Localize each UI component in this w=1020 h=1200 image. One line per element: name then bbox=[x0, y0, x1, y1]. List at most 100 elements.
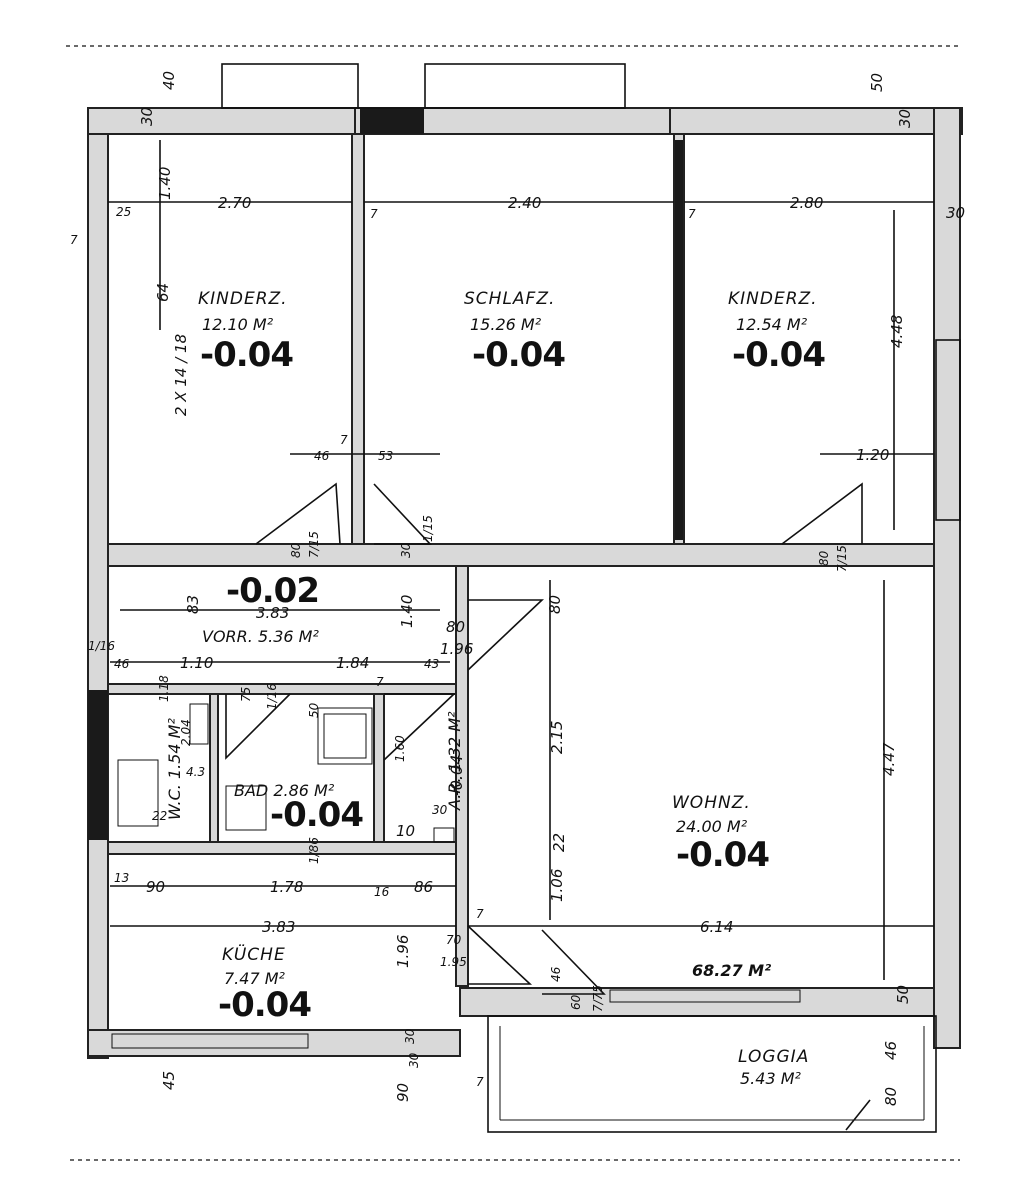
dim-kueche-1-96: 1.96 bbox=[394, 935, 412, 968]
dim-kueche-13: 13 bbox=[114, 871, 129, 885]
dim-25: 25 bbox=[116, 205, 131, 219]
dim-bad-1-86: 1/86 bbox=[307, 837, 321, 864]
window-right bbox=[935, 339, 961, 521]
room-area-schlafz: 15.26 M² bbox=[470, 315, 542, 334]
wall-hall-living bbox=[455, 565, 469, 987]
dim-wohnz-1-06: 1.06 bbox=[548, 869, 566, 902]
dim-wohnz-1-95: 1.95 bbox=[440, 955, 467, 969]
dimension-labels: 40 30 2.70 2.40 2.80 50 30 25 7 7 1.40 6… bbox=[70, 71, 965, 1106]
dim-right-80: 80 bbox=[882, 1087, 900, 1106]
dim-vorr-1-84: 1.84 bbox=[336, 654, 369, 672]
door-swing-wohnz bbox=[467, 599, 545, 671]
dim-7-b: 7 bbox=[688, 207, 696, 221]
dim-width-kinderz-left: 2.70 bbox=[218, 194, 251, 212]
total-area: 68.27 M² bbox=[692, 961, 771, 980]
room-name-wohnz: WOHNZ. bbox=[672, 793, 751, 813]
room-name-kinderz-right: KINDERZ. bbox=[728, 289, 818, 309]
dim-wohnz-80: 80 bbox=[546, 595, 564, 614]
room-level-schlafz: -0.04 bbox=[472, 335, 565, 375]
dimension-lines bbox=[66, 45, 960, 1161]
wall-wc-bath bbox=[209, 693, 219, 843]
room-level-abstellraum: -0.04 bbox=[447, 755, 466, 796]
room-area-loggia: 5.43 M² bbox=[740, 1069, 802, 1088]
dim-1-20: 1.20 bbox=[856, 446, 889, 464]
dim-width-kinderz-right: 2.80 bbox=[790, 194, 823, 212]
storage-shelf bbox=[433, 827, 455, 843]
outer-wall-top-left bbox=[87, 107, 359, 135]
room-level-vorraum: -0.02 bbox=[226, 571, 319, 611]
dim-wc-2-04: 2.04 bbox=[179, 719, 193, 746]
room-name-abstellraum: A.R. 1.32 M² bbox=[445, 711, 464, 811]
door-swing-schlafz bbox=[373, 483, 432, 545]
dim-bad-4-3: 4.3 bbox=[186, 765, 205, 779]
door-swing-kinderz-right bbox=[781, 482, 863, 545]
dim-kueche-45: 45 bbox=[160, 1071, 178, 1090]
dim-top-50: 50 bbox=[868, 73, 886, 92]
door-swing-kueche bbox=[467, 925, 533, 985]
window-top-middle bbox=[424, 63, 626, 109]
room-number-abstellraum: 10 bbox=[396, 822, 415, 840]
room-area-kinderz-right: 12.54 M² bbox=[736, 315, 808, 334]
wall-bed1-bed2 bbox=[351, 133, 365, 545]
dim-door-7-15-b: 7/15 bbox=[835, 545, 849, 572]
dim-wohnz-7: 7 bbox=[476, 907, 484, 921]
dim-wc-1-18: 1.18 bbox=[157, 675, 171, 702]
dim-vorr-1-40: 1.40 bbox=[398, 595, 416, 628]
dim-vorr-43: 43 bbox=[424, 657, 439, 671]
dim-wohnz-46: 46 bbox=[549, 966, 563, 982]
fixtures bbox=[117, 703, 455, 843]
windows bbox=[111, 63, 961, 1133]
washbasin bbox=[189, 703, 209, 745]
door-swing-storage bbox=[383, 693, 457, 761]
dim-top-40: 40 bbox=[160, 71, 178, 90]
dim-wohnz-4-47: 4.47 bbox=[880, 742, 898, 776]
dim-2x14-18: 2 X 14 / 18 bbox=[172, 334, 190, 416]
dim-kueche-30-b: 30 bbox=[407, 1052, 421, 1068]
dim-wohnz-6-14: 6.14 bbox=[700, 918, 733, 936]
wall-hall-bath bbox=[107, 683, 457, 695]
door-swing-kinderz-left bbox=[255, 482, 341, 545]
room-area-kinderz-left: 12.10 M² bbox=[202, 315, 274, 334]
dim-door-7: 7 bbox=[340, 433, 348, 447]
dim-door-80-a: 80 bbox=[289, 542, 303, 558]
room-level-kinderz-right: -0.04 bbox=[732, 335, 825, 375]
shaft-left bbox=[88, 690, 108, 840]
dim-bad-50: 50 bbox=[307, 702, 321, 718]
room-level-kueche: -0.04 bbox=[218, 985, 311, 1025]
room-name-loggia: LOGGIA bbox=[738, 1047, 809, 1067]
room-level-wohnz: -0.04 bbox=[676, 835, 769, 875]
dim-door-46: 46 bbox=[314, 449, 330, 463]
dim-ar-30: 30 bbox=[432, 803, 448, 817]
window-top-left bbox=[221, 63, 359, 109]
balcony-door bbox=[609, 989, 801, 1003]
dim-kueche-1-78: 1.78 bbox=[270, 878, 303, 896]
dim-wohnz-7-75: 7/75 bbox=[591, 985, 605, 1012]
room-area-kueche: 7.47 M² bbox=[224, 969, 286, 988]
dim-kueche-90: 90 bbox=[146, 878, 165, 896]
dim-door-1-15: 1/15 bbox=[421, 515, 435, 542]
dim-kueche-90-b: 90 bbox=[394, 1083, 412, 1102]
dim-4-48: 4.48 bbox=[888, 315, 906, 348]
door-swing-balcony bbox=[541, 929, 606, 995]
dim-1-40: 1.40 bbox=[156, 167, 174, 200]
dim-vorr-83: 83 bbox=[184, 595, 202, 614]
bathtub-inner bbox=[323, 713, 367, 759]
dim-right-50: 50 bbox=[894, 985, 912, 1004]
bath-sink bbox=[225, 785, 267, 831]
dim-kueche-3-83: 3.83 bbox=[262, 918, 295, 936]
dim-width-schlafz: 2.40 bbox=[508, 194, 541, 212]
dim-kueche-7: 7 bbox=[476, 1075, 484, 1089]
dim-kueche-16: 16 bbox=[374, 885, 390, 899]
dim-wohnz-70: 70 bbox=[446, 933, 462, 947]
dim-bad-75: 75 bbox=[239, 687, 253, 702]
dim-top-30: 30 bbox=[138, 107, 156, 126]
outer-wall-right bbox=[933, 107, 961, 1049]
dim-wohnz-22: 22 bbox=[550, 833, 568, 852]
dim-wohnz-60: 60 bbox=[569, 994, 583, 1010]
door-swings bbox=[225, 482, 871, 1131]
room-name-wc: W.C. 1.54 M² bbox=[165, 718, 184, 820]
dark-partition bbox=[675, 140, 683, 540]
wall-bath-kitchen bbox=[107, 841, 457, 855]
dim-bad-1-16: 1/16 bbox=[265, 683, 279, 710]
